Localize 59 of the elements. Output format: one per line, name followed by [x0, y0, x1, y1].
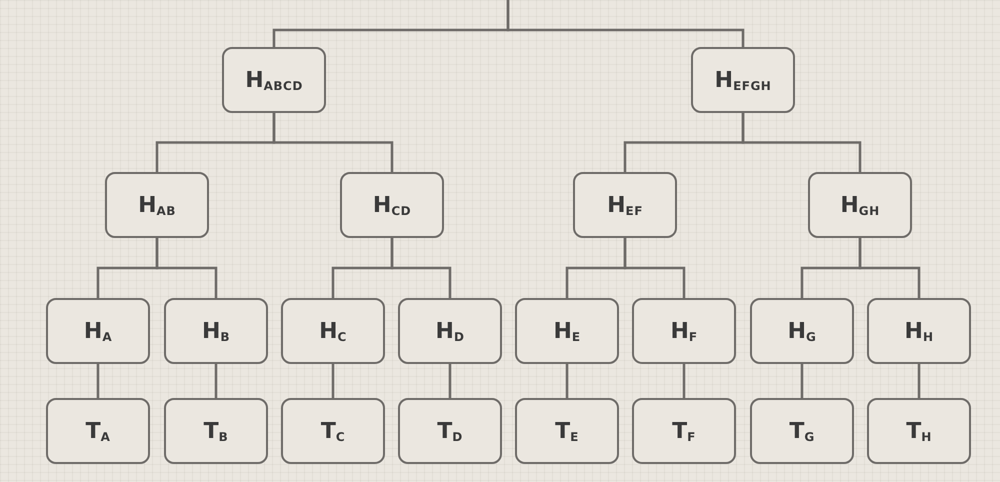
hash-box: [867, 398, 971, 464]
hash-box: [808, 172, 912, 238]
node-label: T$_{B}$: [204, 418, 228, 444]
node-label: T$_{G}$: [789, 418, 815, 444]
hash-box: [222, 47, 326, 113]
node-label: H$_{C}$: [319, 318, 347, 344]
hash-box: [340, 172, 444, 238]
node-label: H$_{E}$: [553, 318, 581, 344]
hash-box: [164, 298, 268, 364]
node-label: H$_{B}$: [202, 318, 230, 344]
connector-line: [272, 113, 394, 172]
connector-line: [918, 364, 920, 398]
connector-line: [390, 238, 452, 298]
hash-box: [398, 298, 502, 364]
hash-box: [164, 398, 268, 464]
node-label: H$_{G}$: [788, 318, 816, 344]
hash-box: [750, 298, 854, 364]
node-label: T$_{A}$: [86, 418, 110, 444]
node-label: H$_{CD}$: [372, 192, 412, 218]
connector-line: [96, 364, 100, 398]
connector-line: [742, 113, 862, 172]
node-label: T$_{D}$: [437, 418, 463, 444]
hash-box: [46, 398, 150, 464]
node-label: H$_{AB}$: [138, 192, 176, 218]
connector-line: [214, 364, 218, 398]
connector-line: [800, 364, 804, 398]
hash-box: [281, 398, 385, 464]
node-label: H$_{F}$: [670, 318, 698, 344]
node-label: T$_{F}$: [672, 418, 696, 444]
hash-box: [632, 298, 736, 364]
hash-box: [867, 298, 971, 364]
node-label: H$_{H}$: [904, 318, 934, 344]
hash-box: [105, 172, 209, 238]
hash-box: [573, 172, 677, 238]
node-label: T$_{C}$: [320, 418, 346, 444]
hash-box: [46, 298, 150, 364]
connector-line: [566, 364, 568, 398]
hash-box: [750, 398, 854, 464]
hash-box: [398, 398, 502, 464]
node-label: H$_{EFGH}$: [714, 68, 772, 92]
connector-line: [858, 238, 920, 298]
connector-line: [448, 364, 452, 398]
node-label: H$_{EF}$: [607, 192, 643, 218]
node-label: H$_{ABCD}$: [245, 68, 303, 92]
connector-line: [156, 238, 218, 298]
node-label: H$_{GH}$: [840, 192, 880, 218]
node-label: H$_{D}$: [436, 318, 464, 344]
node-label: T$_{E}$: [555, 418, 579, 444]
hash-box: [691, 47, 795, 113]
hash-box: [515, 298, 619, 364]
node-label: H$_{A}$: [84, 318, 112, 344]
connector-line: [506, 0, 744, 47]
hash-box: [632, 398, 736, 464]
hash-box: [515, 398, 619, 464]
connector-line: [624, 238, 686, 298]
node-label: T$_{H}$: [906, 418, 932, 444]
connector-line: [682, 364, 686, 398]
hash-box: [281, 298, 385, 364]
connector-line: [332, 364, 334, 398]
